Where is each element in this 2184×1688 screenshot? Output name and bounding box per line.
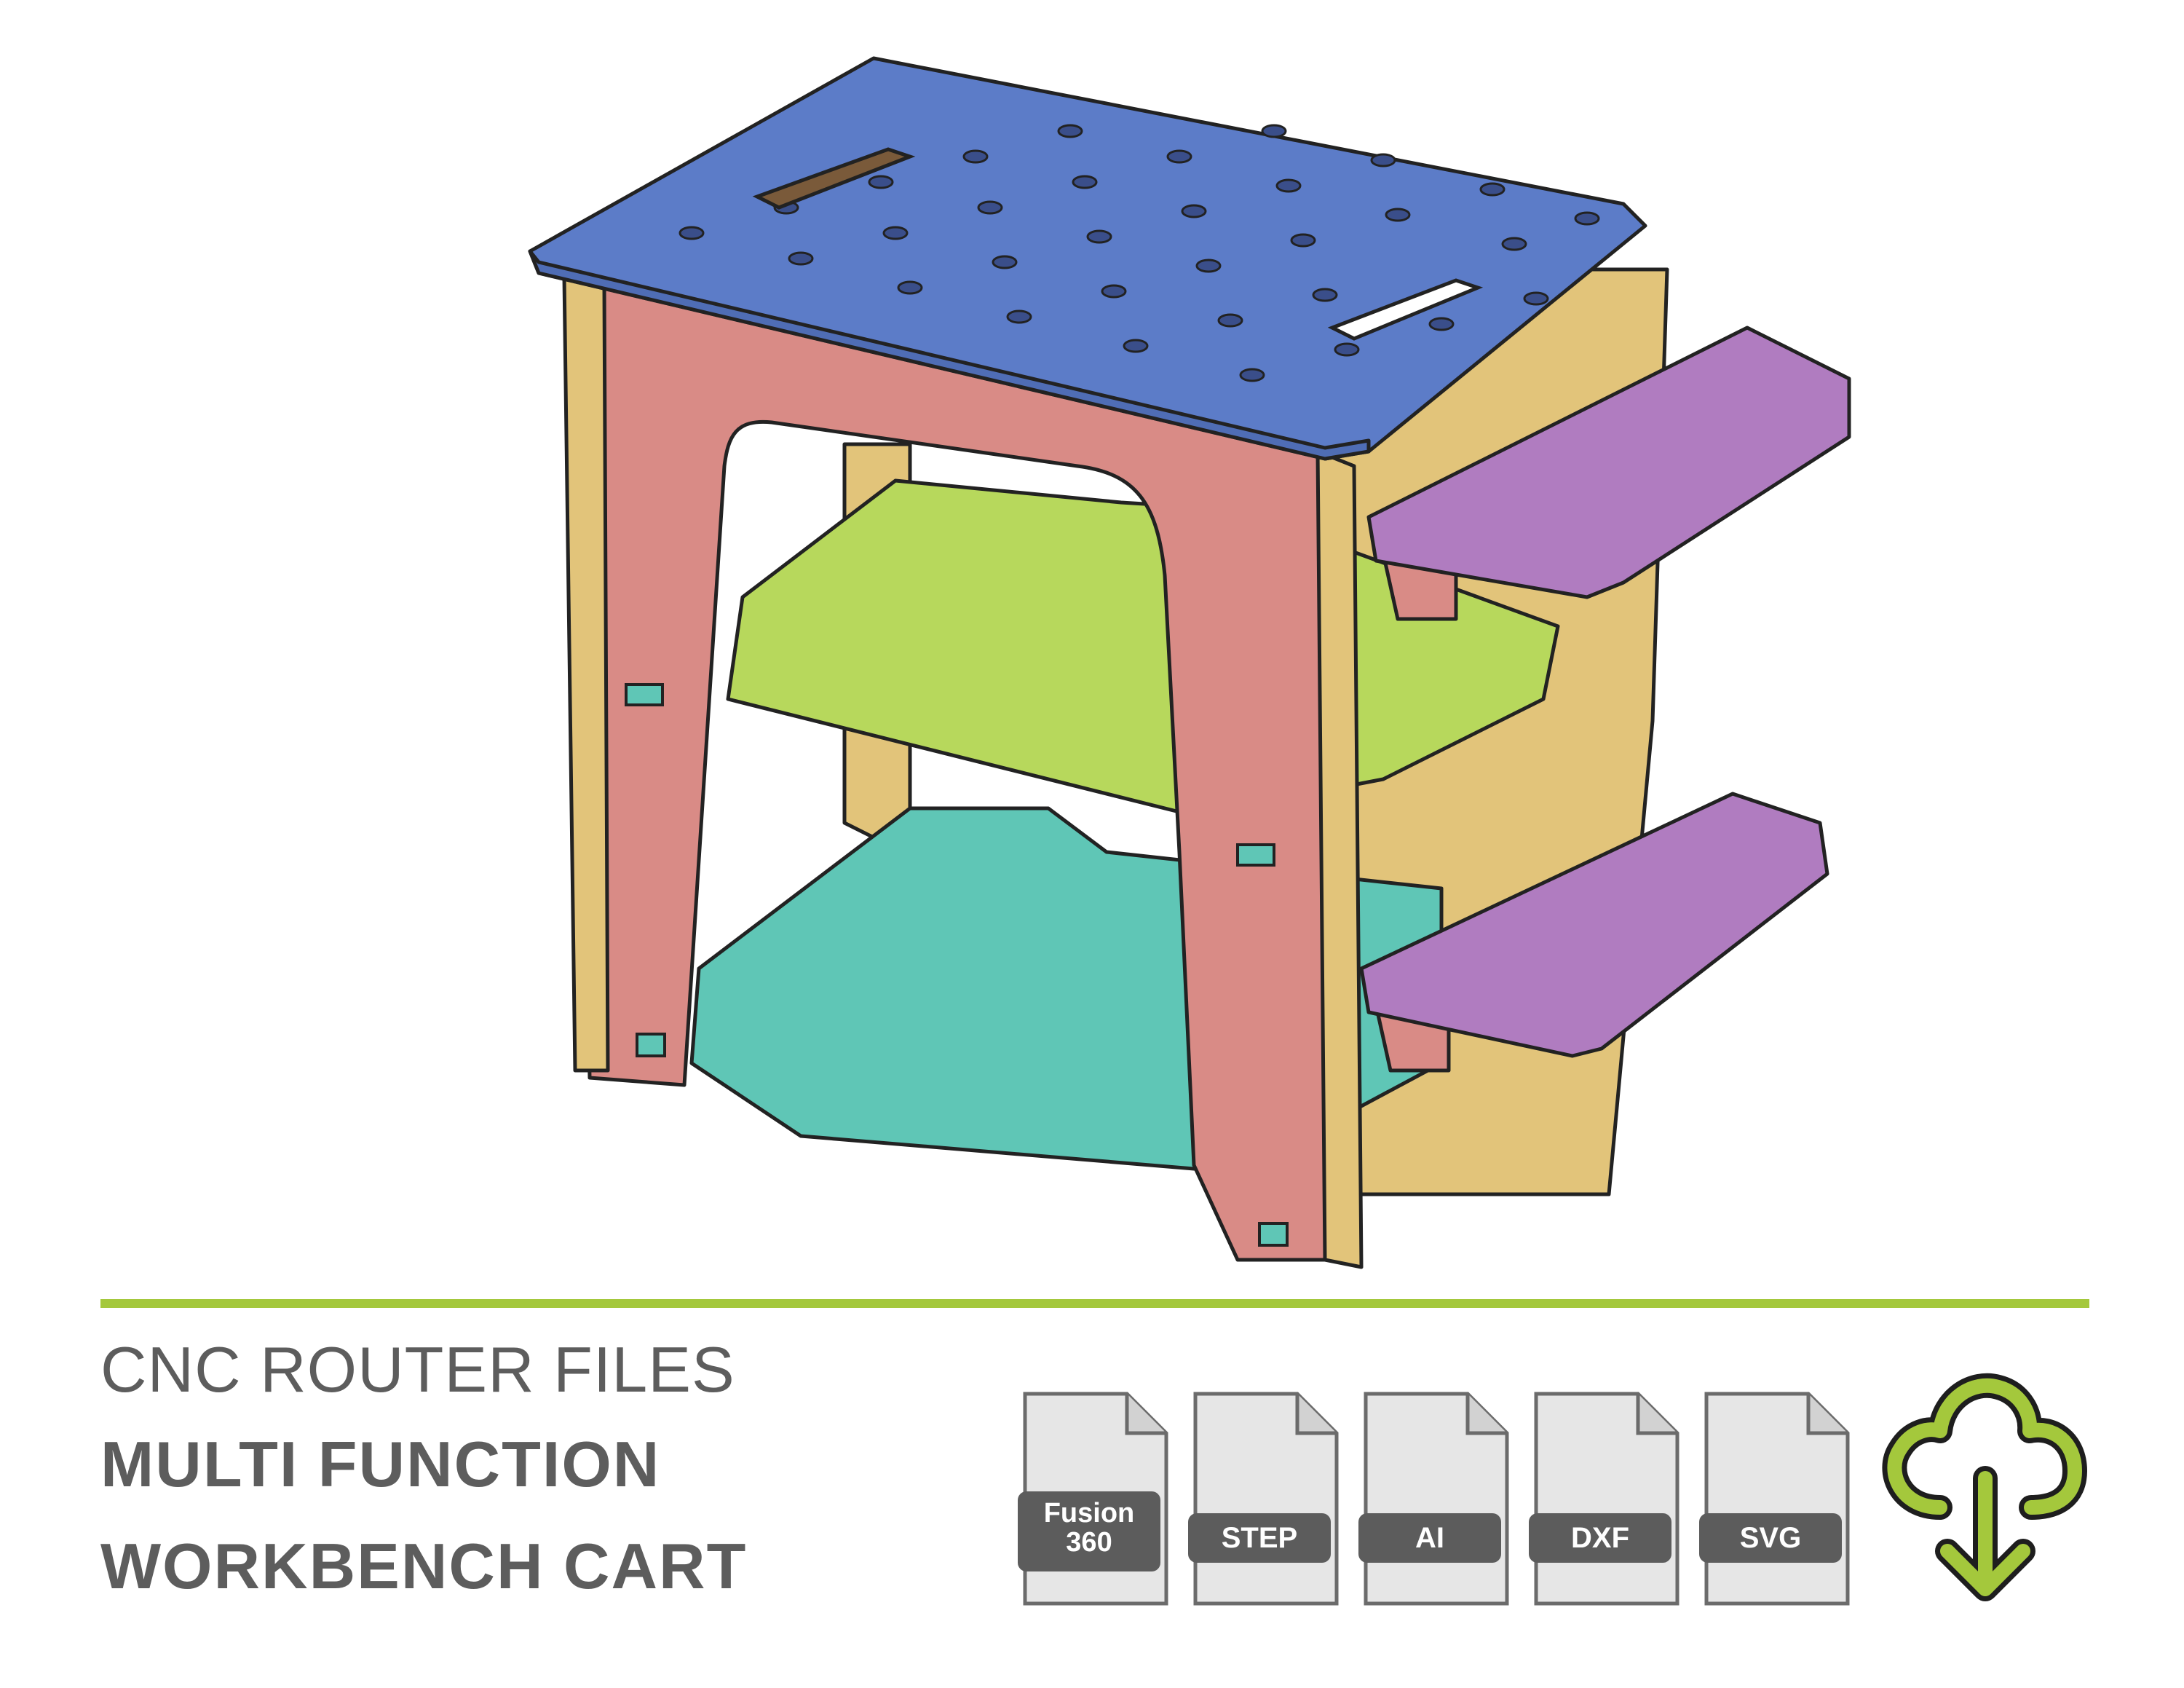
- lower-side-shelf: [1359, 792, 1829, 1058]
- heading-cnc-router-files: CNC ROUTER FILES: [100, 1333, 735, 1405]
- accent-divider: [100, 1299, 2089, 1308]
- document-icon: [1699, 1392, 1850, 1606]
- file-label-svg: SVG: [1739, 1522, 1802, 1554]
- file-icon-dxf: DXF: [1529, 1389, 1682, 1608]
- cloud-download-icon[interactable]: [1871, 1369, 2089, 1609]
- front-panel-edge: [562, 275, 610, 1073]
- heading-workbench-cart: WORKBENCH CART: [100, 1530, 748, 1602]
- file-label-ai: AI: [1415, 1522, 1444, 1554]
- file-label-360: 360: [1066, 1527, 1112, 1558]
- file-format-icons: Fusion 360 STEP AI DXF: [1018, 1389, 1864, 1608]
- document-icon: [1188, 1392, 1339, 1606]
- front-side-panel: [573, 275, 1334, 1262]
- front-panel-edge-right: [1315, 449, 1364, 1269]
- file-icon-step: STEP: [1188, 1389, 1341, 1608]
- file-icon-ai: AI: [1358, 1389, 1511, 1608]
- top-panel-edge: [528, 249, 1371, 461]
- handle-slot-right: [1327, 278, 1484, 341]
- file-label-fusion: Fusion: [1043, 1498, 1135, 1529]
- heading-multi-function: MULTI FUNCTION: [100, 1428, 661, 1500]
- document-icon: [1018, 1392, 1168, 1606]
- file-icon-fusion360: Fusion 360: [1018, 1389, 1171, 1608]
- document-icon: [1358, 1392, 1509, 1606]
- workbench-cart-illustration: [528, 56, 1851, 1269]
- upper-side-shelf: [1366, 326, 1851, 599]
- document-icon: [1529, 1392, 1679, 1606]
- file-label-dxf: DXF: [1571, 1522, 1629, 1554]
- file-icon-svg: SVG: [1699, 1389, 1852, 1608]
- handle-slot-left: [752, 147, 916, 210]
- file-label-step: STEP: [1221, 1522, 1298, 1554]
